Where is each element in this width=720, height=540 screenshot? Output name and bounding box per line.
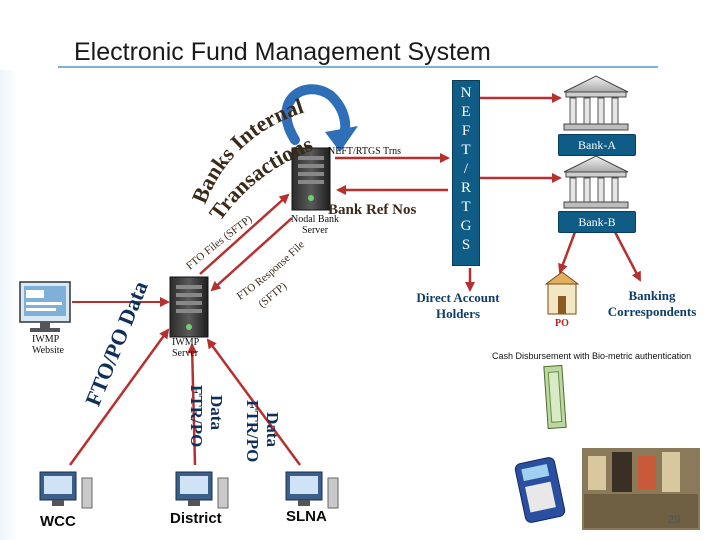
district-computer-icon — [175, 471, 229, 509]
neft-rtgs-trns-label: NEFT/RTGS Trns — [328, 146, 402, 157]
fto-po-data-arrow — [68, 328, 170, 466]
cash-disbursement-label: Cash Disbursement with Bio-metric authen… — [492, 351, 692, 361]
arc-label-fto-files: FTO Files (SFTP) — [184, 213, 255, 272]
card-machine-icon — [514, 457, 566, 523]
ftr-po-label-right-bottom: Data — [263, 412, 282, 447]
ftr-po-data-arrow-district — [187, 343, 198, 466]
wcc-computer-icon — [39, 471, 93, 509]
fto-response-arrow — [210, 217, 293, 292]
ftr-po-label-right-top: FTR/PO — [243, 400, 262, 463]
ftr-po-label-left-bottom: Data — [207, 395, 226, 430]
nodal-bank-server-icon — [291, 147, 331, 211]
banking-correspondents-label: Banking Correspondents — [607, 288, 697, 319]
neft-rtgs-letter: S — [461, 237, 471, 253]
iwmp-server-icon — [169, 276, 209, 338]
bank-a-icon — [563, 75, 629, 131]
bank-to-correspondents-arrow — [613, 231, 642, 282]
neft-rtgs-letter: E — [461, 104, 471, 120]
slide-title: Electronic Fund Management System — [74, 38, 491, 66]
neft-rtgs-letter: F — [461, 123, 471, 139]
bank-b-label: Bank-B — [558, 211, 636, 233]
neft-rtgs-letter: T — [461, 142, 471, 158]
bank-b-icon — [563, 155, 629, 209]
po-label: PO — [555, 318, 569, 329]
district-label: District — [170, 510, 222, 527]
iwmp-website-icon — [19, 281, 71, 332]
bank-ref-nos-label: Bank Ref Nos — [328, 202, 417, 218]
post-office-icon — [544, 271, 580, 315]
fto-files-arrow — [199, 193, 290, 275]
direct-account-holders-label: Direct Account Holders — [416, 290, 500, 321]
neft-rtgs-letter: N — [460, 85, 472, 101]
nodal-bank-server-label: Nodal Bank Server — [290, 214, 340, 236]
neft-rtgs-letter: / — [463, 161, 469, 177]
left-decorative-band — [0, 70, 18, 540]
bank-to-po-arrow — [558, 231, 577, 274]
wcc-label: WCC — [40, 513, 76, 530]
bank-a-label: Bank-A — [558, 134, 636, 156]
money-bundle-icon — [543, 364, 567, 430]
neft-rtgs-letter: R — [460, 180, 471, 196]
neft-rtgs-letter: T — [461, 199, 471, 215]
ftr-po-label-left-top: FTR/PO — [187, 385, 206, 448]
iwmp-server-label: IWMP Server — [172, 337, 200, 359]
title-underline — [58, 66, 658, 68]
slna-label: SLNA — [286, 508, 327, 525]
page-number: 29 — [668, 514, 681, 526]
ftr-po-data-arrow-slna — [206, 338, 302, 466]
neft-rtgs-letter: G — [460, 218, 472, 234]
iwmp-website-label: IWMP Website — [32, 334, 64, 356]
slna-computer-icon — [285, 471, 339, 509]
beneficiaries-photo — [582, 448, 700, 530]
internal-loop-arrow — [281, 84, 358, 152]
